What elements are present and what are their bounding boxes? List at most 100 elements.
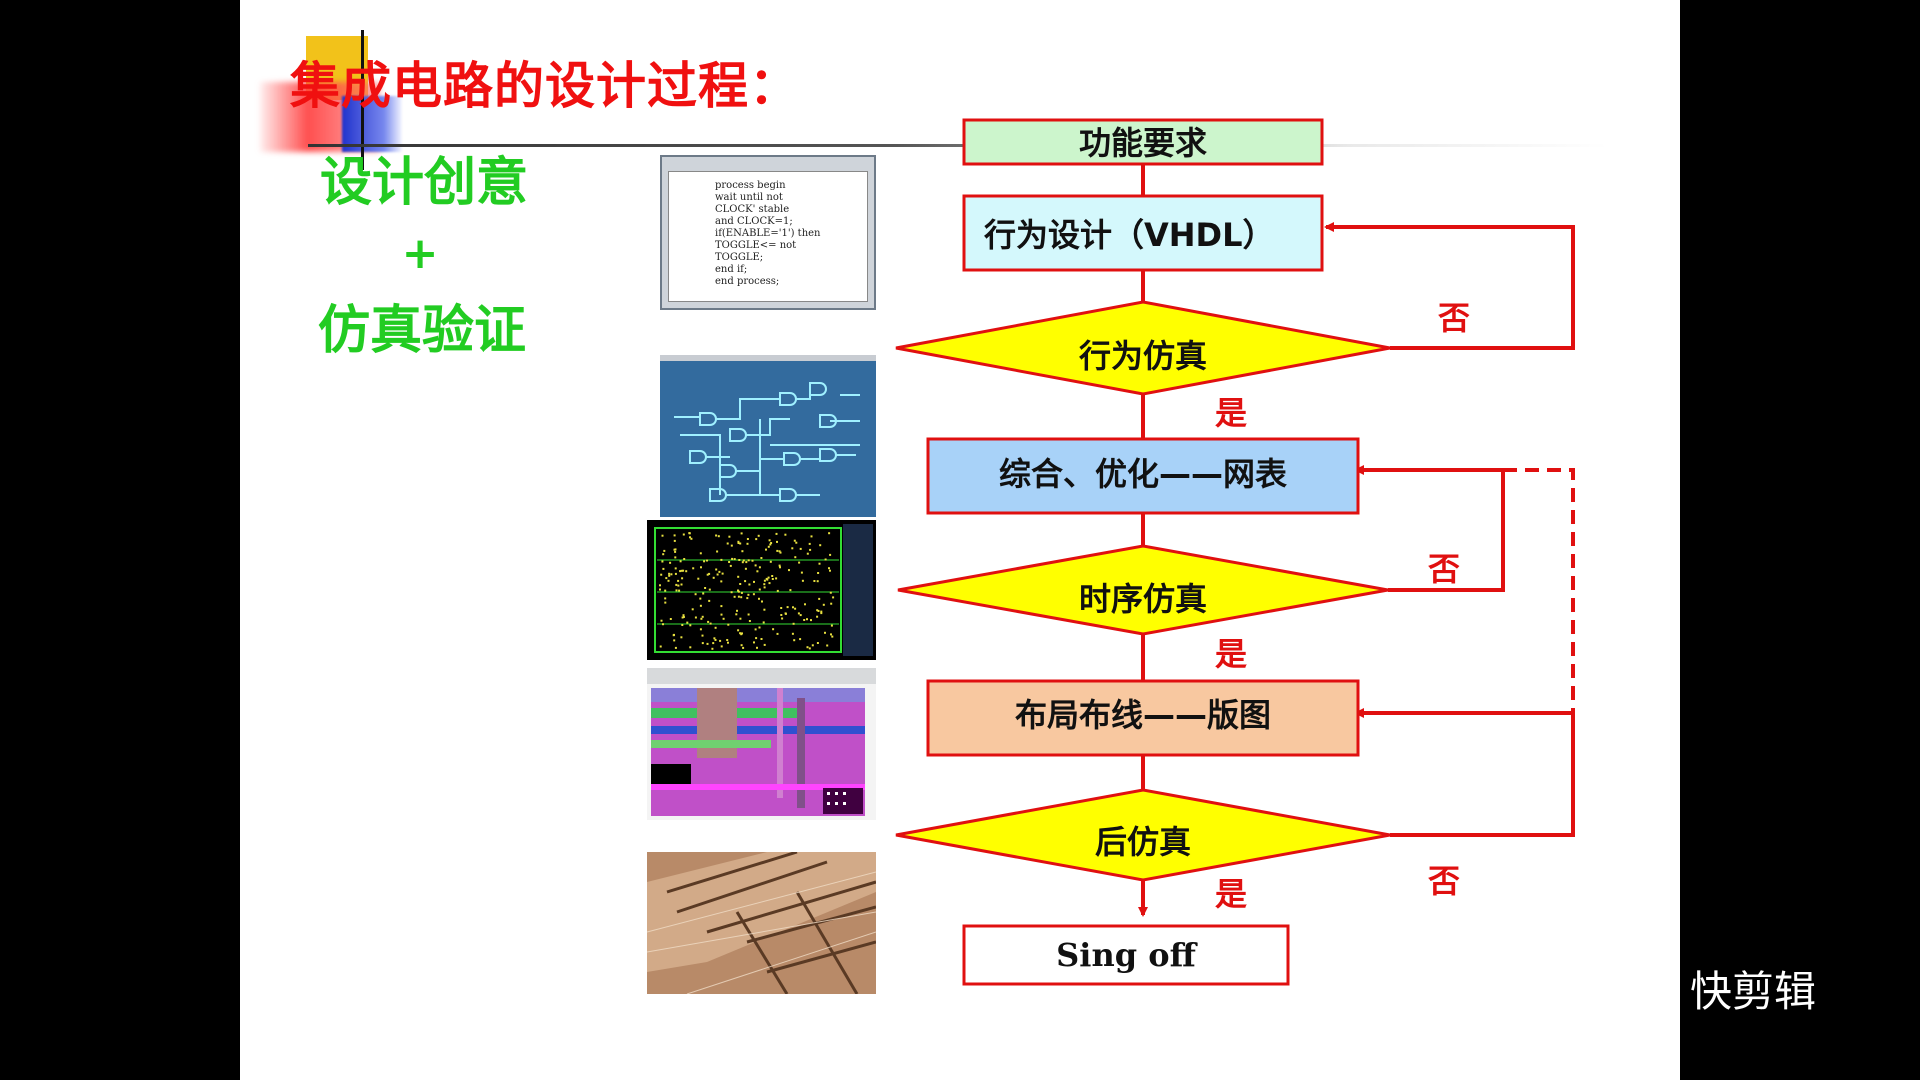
placement-cell (674, 572, 677, 575)
placement-cell (800, 571, 803, 574)
placement-cell (786, 606, 789, 609)
placement-cell (829, 553, 832, 556)
placement-cell (730, 544, 733, 547)
placement-cell (722, 617, 725, 620)
placement-cell (688, 532, 691, 535)
placement-cell (758, 626, 761, 629)
placement-cell (737, 575, 740, 578)
placement-cell (678, 589, 681, 592)
placement-cell (824, 631, 826, 634)
code-area: process begin wait until not CLOCK' stab… (668, 171, 868, 302)
yes-label-2: 是 (1215, 635, 1247, 673)
placement-cell (822, 603, 825, 606)
placement-cell (729, 564, 732, 567)
placement-cell (742, 646, 745, 649)
placement-cell (760, 557, 763, 559)
placement-cell (776, 632, 779, 635)
no-label-1: 否 (1438, 299, 1470, 337)
placement-cell (679, 570, 682, 573)
signoff-label: Sing off (1056, 936, 1197, 974)
placement-cell (804, 603, 806, 606)
placement-cell (715, 568, 718, 571)
synthesis-label: 综合、优化——网表 (999, 455, 1287, 493)
placement-cell (808, 647, 811, 650)
placement-cell (668, 574, 671, 577)
placement-cell (701, 642, 704, 645)
no-label-2: 否 (1428, 550, 1460, 588)
placement-cell (824, 558, 827, 561)
placement-cell (673, 639, 676, 642)
placement-cell (806, 646, 809, 649)
placement-cell (793, 639, 796, 642)
placement-cell (753, 641, 755, 644)
placement-cell (752, 593, 755, 596)
placement-cell (660, 619, 663, 622)
placement-cell (772, 628, 775, 631)
placement-cell (720, 558, 723, 561)
placement-cell (755, 637, 758, 640)
placement-cell (711, 647, 714, 650)
placement-cell (820, 612, 823, 615)
plus-sign: + (401, 228, 439, 279)
placement-cell (712, 642, 715, 645)
placement-cell (765, 548, 767, 551)
placement-cell (799, 547, 802, 550)
die-photo-icon (647, 852, 876, 994)
placement-cell (680, 636, 683, 639)
placement-cell (663, 549, 666, 552)
placement-cell (665, 577, 668, 580)
placement-cell (659, 645, 662, 648)
title-underline (308, 144, 1608, 147)
placement-cell (808, 542, 811, 545)
placement-cell (677, 584, 680, 587)
placement-cell (713, 637, 716, 640)
placement-cell (701, 615, 704, 618)
placement-cell (686, 621, 689, 624)
placement-cell (692, 567, 695, 570)
placement-cell (745, 561, 748, 564)
placement-cell (659, 584, 661, 587)
place-route-box: 布局布线——版图 (926, 679, 1360, 757)
signoff-box: Sing off (962, 924, 1290, 986)
placement-cell (781, 617, 784, 620)
placement-cell (779, 566, 781, 569)
placement-cell (664, 601, 667, 604)
placement-cell (761, 600, 763, 603)
yes-label-1: 是 (1215, 394, 1247, 432)
title-decoration-vertical-line (361, 30, 364, 170)
placement-cell (659, 588, 661, 591)
placement-cell (819, 544, 822, 547)
placement-cell (733, 558, 736, 561)
placement-cell (699, 597, 702, 600)
placement-cell (700, 566, 702, 569)
placement-cell (706, 642, 709, 645)
placement-cell (719, 639, 722, 642)
placement-cell (674, 646, 677, 649)
placement-cell (726, 542, 729, 545)
placement-cell (784, 612, 787, 615)
placement-cell (737, 629, 740, 632)
placement-cell (765, 577, 768, 580)
placement-cell (770, 542, 773, 544)
placement-cell (763, 579, 766, 582)
watermark: 快剪辑 (1690, 958, 1816, 1019)
placement-cell (707, 620, 710, 623)
placement-cell (737, 595, 740, 598)
placement-cell (717, 535, 720, 538)
placement-cell (826, 644, 829, 647)
no-label-3: 否 (1428, 862, 1460, 900)
placement-cell (747, 559, 750, 562)
placement-cell (740, 532, 743, 535)
placement-cell (720, 613, 723, 616)
watermark-text: 快剪辑 (1690, 967, 1817, 1016)
placement-cell (662, 623, 664, 626)
placement-cell (701, 634, 704, 637)
placement-cell (736, 609, 738, 612)
placement-cell (818, 597, 821, 600)
placement-cell (673, 548, 676, 551)
placement-cell (740, 591, 743, 594)
placement-cell (682, 533, 685, 536)
placement-cell (755, 538, 758, 541)
placement-cell (730, 591, 733, 594)
placement-cell (792, 622, 795, 625)
